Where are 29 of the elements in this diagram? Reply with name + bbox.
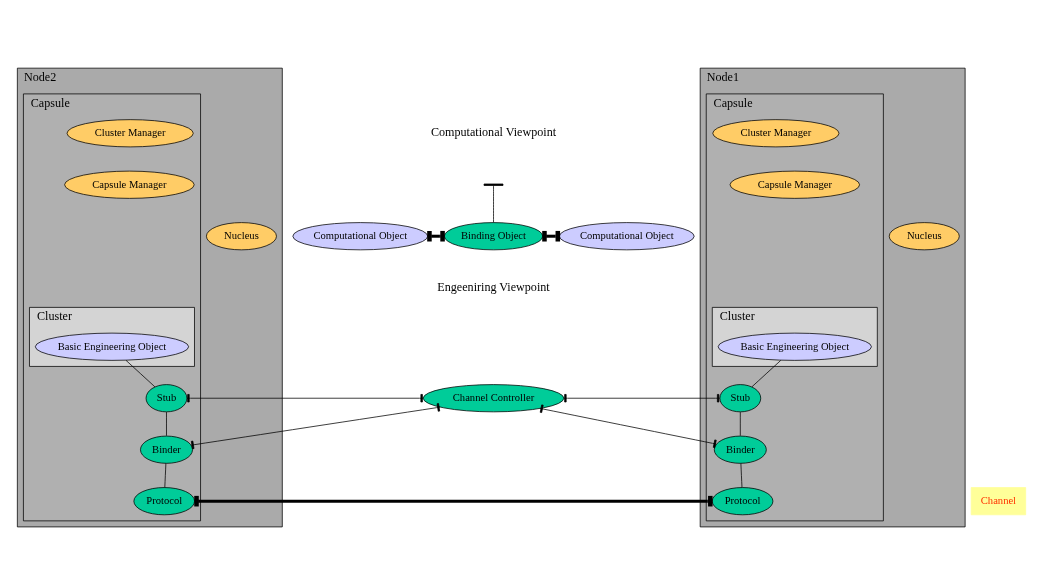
connector	[739, 411, 741, 437]
connector	[493, 185, 494, 223]
node-ellipse: Cluster Manager	[66, 119, 194, 148]
node-ellipse: Protocol	[711, 487, 774, 516]
connector	[563, 394, 720, 403]
node-ellipse: Capsule Manager	[64, 170, 195, 199]
node-ellipse: Basic Engineering Object	[34, 332, 190, 361]
connector	[125, 360, 156, 388]
node-ellipse: Computational Object	[558, 222, 695, 251]
node-ellipse: Capsule Manager	[729, 170, 860, 199]
node-ellipse: Computational Object	[292, 222, 429, 251]
connector	[751, 360, 782, 388]
connector	[740, 462, 743, 488]
node-ellipse: Protocol	[133, 487, 195, 516]
node-ellipse: Binding Object	[443, 222, 544, 251]
connector	[539, 404, 717, 448]
node-ellipse: Nucleus	[888, 222, 960, 251]
connector	[164, 462, 167, 488]
connector	[186, 394, 424, 403]
node-ellipse: Basic Engineering Object	[717, 332, 872, 361]
connector	[190, 403, 441, 450]
connector	[427, 230, 445, 242]
label: Engeeniring Viewpoint	[437, 279, 550, 294]
connector	[194, 495, 713, 507]
node-ellipse: Cluster Manager	[712, 119, 840, 148]
node-box: Channel	[970, 487, 1027, 516]
node-ellipse: Nucleus	[206, 222, 277, 251]
connector	[166, 411, 167, 437]
label: Computational Viewpoint	[430, 125, 557, 140]
